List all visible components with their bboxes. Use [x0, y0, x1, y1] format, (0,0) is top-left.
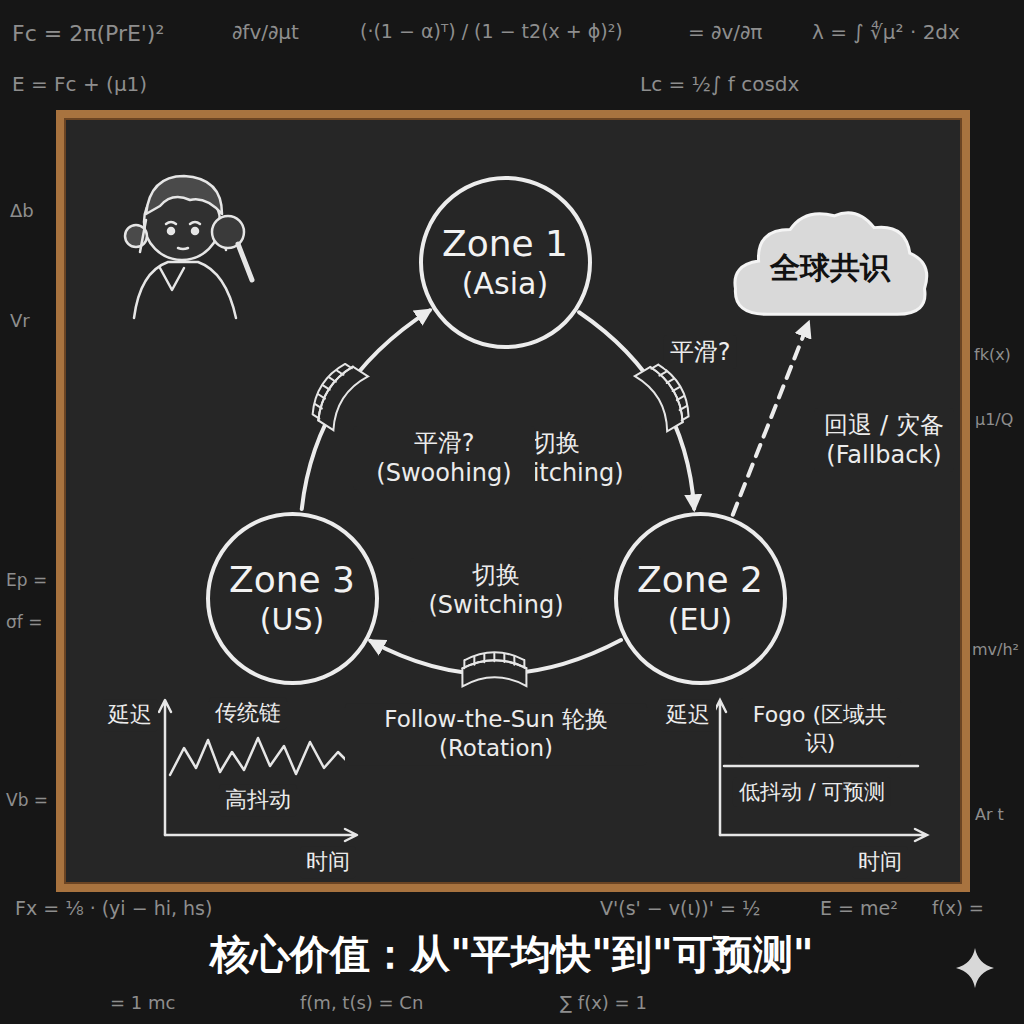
zone-circle: Zone 2(EU) — [614, 512, 787, 685]
formula: ∑ f(x) = 1 — [560, 992, 647, 1015]
node-subtitle: (EU) — [637, 602, 763, 638]
bridge-icon — [462, 652, 526, 686]
node-subtitle: (US) — [229, 602, 355, 638]
formula: mv/h² — [972, 640, 1019, 660]
node-title: 全球共识 — [770, 250, 890, 286]
edge-label: 切换 (Switching) — [410, 558, 582, 622]
zone-circle: Zone 1(Asia) — [419, 176, 592, 349]
axis-label: 时间 — [300, 846, 356, 878]
node-text-group: Zone 1(Asia) — [442, 222, 568, 301]
axis-label: 时间 — [852, 846, 908, 878]
formula: ∂fv/∂μt — [232, 20, 299, 45]
formula: E = Fc + (μ1) — [12, 72, 147, 97]
girl-sketch — [125, 176, 252, 318]
series-label: 传统链 — [209, 697, 287, 729]
node-title: Zone 1 — [442, 222, 568, 265]
formula: Vb = — [6, 790, 48, 811]
bridge-icon — [635, 359, 697, 431]
formula: Ep = — [6, 570, 47, 591]
formula: (·(1 − α)ᵀ) / (1 − t2(x + ϕ)²) — [360, 20, 623, 44]
rotation-label: Follow-the-Sun 轮换 (Rotation) — [345, 703, 647, 765]
formula: = 1 mc — [110, 992, 175, 1015]
series-note: 高抖动 — [219, 784, 297, 816]
node-title: Zone 2 — [637, 558, 763, 601]
fallback-arrow — [733, 323, 809, 515]
formula: Fc = 2π(PrE')² — [12, 20, 164, 48]
edge-label: 回退 / 灾备 (Fallback) — [814, 408, 954, 472]
formula: Vr — [10, 310, 30, 333]
formula: σf = — [6, 612, 42, 633]
series-label: Fogo (区域共识) — [739, 699, 901, 758]
node-title: Zone 3 — [229, 558, 355, 601]
formula: fk(x) — [974, 345, 1011, 365]
formula: λ = ∫ ∜μ² · 2dx — [812, 20, 960, 45]
sparkle-icon — [956, 948, 994, 988]
consensus-cloud: 全球共识 — [725, 204, 935, 332]
formula: Fx = ⅛ · (yi − hi, hs) — [15, 897, 212, 921]
node-subtitle: (Asia) — [442, 266, 568, 302]
caption: 核心价值：从"平均快"到"可预测" — [210, 929, 813, 979]
formula: f(m, t(s) = Cn — [300, 992, 423, 1015]
formula: = ∂v/∂π — [688, 20, 762, 45]
axis-label: 延迟 — [102, 699, 158, 731]
formula: f(x) = — [932, 897, 984, 920]
node-text-group: 全球共识 — [770, 250, 890, 286]
formula: V'(s' − v(ι))' = ½ — [600, 897, 760, 921]
node-text-group: Zone 2(EU) — [637, 558, 763, 637]
formula: Δb — [10, 200, 34, 223]
edge-label: 平滑? (Swoohing) — [353, 426, 535, 490]
formula: E = me² — [820, 897, 898, 921]
bridge-icon — [305, 358, 368, 430]
edge-note: 平滑? — [664, 335, 737, 369]
formula: Lc = ½∫ f cosdx — [640, 72, 799, 97]
formula: μ1/Q — [975, 410, 1013, 430]
zone-circle: Zone 3(US) — [206, 512, 379, 685]
formula: Ar t — [975, 805, 1004, 825]
axis-label: 延迟 — [660, 699, 716, 731]
node-text-group: Zone 3(US) — [229, 558, 355, 637]
series-note: 低抖动 / 可预测 — [733, 777, 891, 807]
